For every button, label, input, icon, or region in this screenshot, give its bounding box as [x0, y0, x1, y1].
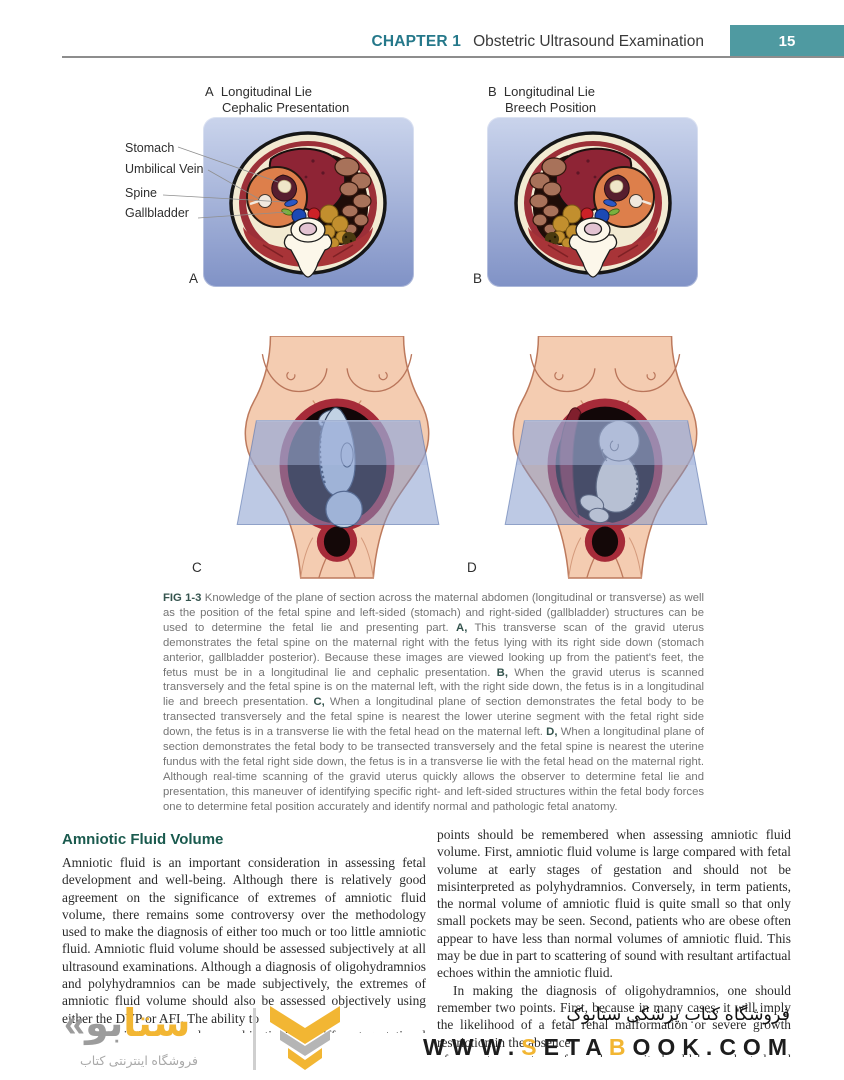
leader-lines: [162, 146, 288, 219]
header-rule: [62, 56, 844, 58]
panel-c-letter: C: [192, 560, 202, 575]
torso-illustration-c: [236, 336, 440, 579]
panel-b-letter-top: B: [488, 84, 497, 99]
logo-divider: [253, 1008, 256, 1070]
panel-d-letter: D: [467, 560, 477, 575]
label-gallbladder: Gallbladder: [125, 206, 189, 220]
label-stomach: Stomach: [125, 141, 175, 155]
chapter-label: CHAPTER 1: [371, 33, 462, 50]
chapter-title: Obstetric Ultrasound Examination: [473, 33, 704, 50]
figure-caption: FIG 1-3 Knowledge of the plane of sectio…: [163, 592, 705, 813]
cross-section-panel-a: [203, 117, 414, 287]
page-number: 15: [778, 32, 796, 50]
right-column-paragraph-1: points should be remembered when assessi…: [437, 827, 791, 981]
right-column-paragraph-2: In making the diagnosis of oligohydramni…: [437, 982, 791, 1050]
label-spine: Spine: [125, 186, 157, 200]
label-umbilical-vein: Umbilical Vein: [125, 162, 204, 176]
left-column-clipped-line: assess amniotic fluid volume subjectivel…: [62, 1027, 426, 1033]
panel-b-title: B Longitudinal Lie Breech Position: [488, 84, 597, 115]
logo-tagline: فروشگاه اینترنتی کتاب: [80, 1054, 198, 1068]
panel-a-title: A Longitudinal Lie Cephalic Presentation: [205, 84, 350, 115]
website-url: WWW.SETABOOK.COM: [423, 1034, 794, 1060]
page-number-badge: 15: [730, 25, 844, 57]
running-header: CHAPTER 1 Obstetric Ultrasound Examinatio…: [371, 33, 704, 51]
panel-b-letter: B: [473, 271, 483, 286]
body-column-right: points should be remembered when assessi…: [437, 826, 791, 1057]
left-column-paragraph: Amniotic fluid is an important considera…: [62, 855, 426, 1026]
store-name-line: فروشگاه کتاب پزشکی ستابوک: [566, 1004, 790, 1024]
right-column-clipped-line: of premature rupture of membranes, it sh…: [437, 1051, 791, 1057]
cross-section-illustration-a: [229, 131, 387, 278]
cross-section-panel-b: [487, 117, 698, 287]
cross-section-illustration-b: [514, 131, 672, 279]
panel-a-letter: A: [189, 271, 199, 286]
setabook-chevron-icon: [270, 1006, 340, 1070]
body-column-left: Amniotic fluid is an important considera…: [62, 854, 426, 1033]
panel-a-letter-top: A: [205, 84, 214, 99]
torso-illustration-d: [504, 336, 708, 579]
section-heading: Amniotic Fluid Volume: [62, 831, 224, 848]
